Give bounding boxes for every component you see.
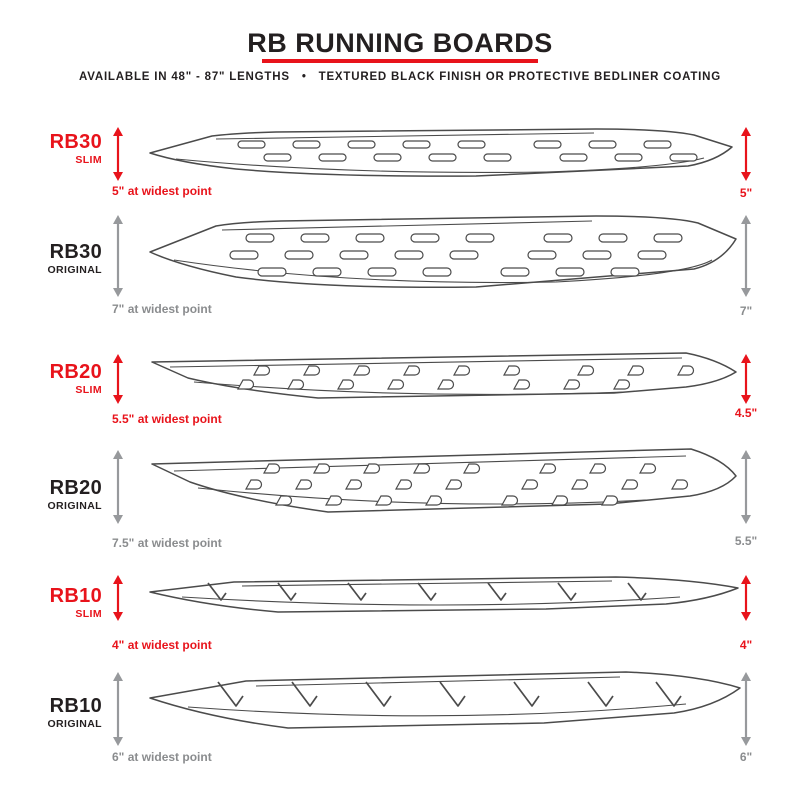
width-arrow-icon <box>112 575 124 626</box>
subtitle-finish: TEXTURED BLACK FINISH OR PROTECTIVE BEDL… <box>318 71 722 83</box>
width-arrow-icon <box>112 354 124 409</box>
width-measurement: 7" at widest point <box>112 302 212 316</box>
page-title: RB RUNNING BOARDS <box>247 28 553 58</box>
rb10-slim-board-drawing <box>146 574 740 627</box>
width-measurement: 6" at widest point <box>112 750 212 764</box>
model-label: RB20 SLIM <box>22 362 102 396</box>
width-arrow-icon <box>112 215 124 302</box>
width-measurement: 5.5" at widest point <box>112 412 222 426</box>
height-arrow-icon <box>740 450 752 529</box>
model-label: RB10 ORIGINAL <box>22 696 102 730</box>
product-row-rb20-original: RB20 ORIGINAL 7.5" at widest point 5.5" <box>0 440 800 564</box>
model-variant: SLIM <box>75 608 102 620</box>
product-row-rb20-slim: RB20 SLIM 5.5" at widest point 4.5" <box>0 340 800 440</box>
width-arrow-icon <box>112 672 124 751</box>
model-variant: ORIGINAL <box>47 718 102 730</box>
height-arrow-icon <box>740 575 752 626</box>
height-arrow-icon <box>740 215 752 302</box>
product-row-rb10-original: RB10 ORIGINAL 6" at widest point 6" <box>0 660 800 776</box>
model-name: RB10 <box>49 695 102 717</box>
model-label: RB20 ORIGINAL <box>22 478 102 512</box>
model-name: RB30 <box>49 131 102 153</box>
rb20-original-board-drawing <box>146 446 738 533</box>
model-label: RB10 SLIM <box>22 586 102 620</box>
width-measurement: 5" at widest point <box>112 184 212 198</box>
height-measurement: 4" <box>739 638 753 652</box>
width-measurement: 7.5" at widest point <box>112 536 222 550</box>
rb30-slim-board-drawing <box>146 126 736 187</box>
height-measurement: 5" <box>739 186 753 200</box>
model-variant: SLIM <box>75 154 102 166</box>
rb30-original-board-drawing <box>146 212 738 305</box>
model-label: RB30 SLIM <box>22 132 102 166</box>
width-arrow-icon <box>112 450 124 529</box>
product-row-rb30-slim: RB30 SLIM 5" at widest point 5" <box>0 118 800 216</box>
height-measurement: 4.5" <box>734 406 758 420</box>
subtitle-lengths: AVAILABLE IN 48" - 87" LENGTHS <box>78 71 290 83</box>
product-row-rb10-slim: RB10 SLIM 4" at widest point 4" <box>0 564 800 660</box>
model-name: RB10 <box>49 585 102 607</box>
rb20-slim-board-drawing <box>146 350 738 413</box>
bullet-separator: • <box>301 71 307 83</box>
height-measurement: 6" <box>739 750 753 764</box>
height-measurement: 5.5" <box>734 534 758 548</box>
model-name: RB30 <box>49 241 102 263</box>
width-measurement: 4" at widest point <box>112 638 212 652</box>
height-arrow-icon <box>740 354 752 409</box>
model-variant: ORIGINAL <box>47 500 102 512</box>
subtitle: AVAILABLE IN 48" - 87" LENGTHS • TEXTURE… <box>0 71 800 83</box>
height-arrow-icon <box>740 672 752 751</box>
title-underline <box>262 59 538 63</box>
height-measurement: 7" <box>739 304 753 318</box>
width-arrow-icon <box>112 127 124 186</box>
model-variant: SLIM <box>75 384 102 396</box>
model-label: RB30 ORIGINAL <box>22 242 102 276</box>
model-name: RB20 <box>49 477 102 499</box>
model-name: RB20 <box>49 361 102 383</box>
height-arrow-icon <box>740 127 752 186</box>
model-variant: ORIGINAL <box>47 264 102 276</box>
rb10-original-board-drawing <box>146 668 742 755</box>
product-row-rb30-original: RB30 ORIGINAL 7" at widest point 7" <box>0 206 800 340</box>
